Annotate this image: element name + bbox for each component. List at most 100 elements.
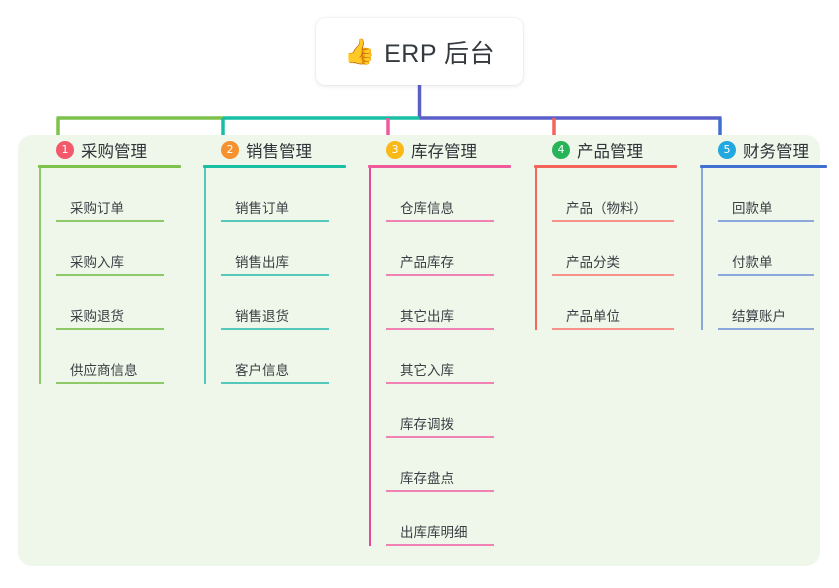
leaf-item[interactable]: 采购订单 — [56, 168, 181, 222]
branch-items-1: 采购订单采购入库采购退货供应商信息 — [38, 167, 181, 384]
branch-column-5: 5 财务管理回款单付款单结算账户 — [700, 135, 827, 330]
branch-column-1: 1 采购管理采购订单采购入库采购退货供应商信息 — [38, 135, 181, 384]
leaf-rule — [386, 219, 494, 222]
leaf-label: 销售出库 — [235, 254, 289, 270]
leaf-label: 产品（物料） — [566, 200, 647, 216]
leaf-label: 销售退货 — [235, 308, 289, 324]
leaf-rule — [56, 273, 164, 276]
leaf-label: 出库库明细 — [400, 524, 468, 540]
leaf-label: 采购入库 — [70, 254, 124, 270]
leaf-rule — [718, 327, 814, 330]
leaf-item[interactable]: 产品单位 — [552, 276, 677, 330]
branch-header-2[interactable]: 2 销售管理 — [203, 135, 346, 165]
branch-spine-2 — [204, 167, 206, 384]
leaf-rule — [718, 273, 814, 276]
leaf-rule — [386, 273, 494, 276]
leaf-rule — [56, 219, 164, 222]
leaf-rule — [552, 219, 674, 222]
leaf-label: 产品单位 — [566, 308, 620, 324]
branch-title-3: 库存管理 — [411, 143, 477, 161]
leaf-item[interactable]: 付款单 — [718, 222, 827, 276]
branch-rule-3 — [368, 165, 511, 168]
branch-rule-2 — [203, 165, 346, 168]
leaf-label: 供应商信息 — [70, 362, 138, 378]
branch-header-5[interactable]: 5 财务管理 — [700, 135, 827, 165]
branch-title-1: 采购管理 — [81, 143, 147, 161]
thumbs-up-emoji: 👍 — [343, 38, 376, 66]
leaf-rule — [221, 327, 329, 330]
leaf-label: 仓库信息 — [400, 200, 454, 216]
leaf-rule — [56, 327, 164, 330]
branch-rule-4 — [534, 165, 677, 168]
branch-items-5: 回款单付款单结算账户 — [700, 167, 827, 330]
leaf-label: 库存调拨 — [400, 416, 454, 432]
root-node[interactable]: 👍 ERP 后台 — [316, 18, 523, 85]
leaf-item[interactable]: 产品（物料） — [552, 168, 677, 222]
leaf-item[interactable]: 库存调拨 — [386, 384, 511, 438]
leaf-label: 其它入库 — [400, 362, 454, 378]
leaf-item[interactable]: 结算账户 — [718, 276, 827, 330]
leaf-label: 产品库存 — [400, 254, 454, 270]
leaf-rule — [718, 219, 814, 222]
leaf-rule — [386, 489, 494, 492]
branch-badge-3: 3 — [386, 141, 404, 159]
leaf-item[interactable]: 其它入库 — [386, 330, 511, 384]
leaf-item[interactable]: 采购入库 — [56, 222, 181, 276]
leaf-item[interactable]: 出库库明细 — [386, 492, 511, 546]
branch-column-4: 4 产品管理产品（物料） 产品分类产品单位 — [534, 135, 677, 330]
branches-panel: 1 采购管理采购订单采购入库采购退货供应商信息 2 销售管理销售订单销售出库销售退货客… — [18, 135, 827, 566]
leaf-rule — [221, 273, 329, 276]
leaf-item[interactable]: 客户信息 — [221, 330, 346, 384]
root-title: ERP 后台 — [384, 39, 496, 68]
leaf-rule — [56, 381, 164, 384]
leaf-item[interactable]: 回款单 — [718, 168, 827, 222]
branch-badge-4: 4 — [552, 141, 570, 159]
leaf-item[interactable]: 产品分类 — [552, 222, 677, 276]
leaf-label: 销售订单 — [235, 200, 289, 216]
leaf-label: 客户信息 — [235, 362, 289, 378]
leaf-label: 库存盘点 — [400, 470, 454, 486]
branch-badge-1: 1 — [56, 141, 74, 159]
branch-spine-1 — [39, 167, 41, 384]
leaf-item[interactable]: 销售订单 — [221, 168, 346, 222]
leaf-item[interactable]: 其它出库 — [386, 276, 511, 330]
leaf-item[interactable]: 销售退货 — [221, 276, 346, 330]
leaf-item[interactable]: 销售出库 — [221, 222, 346, 276]
branch-rule-5 — [700, 165, 827, 168]
leaf-item[interactable]: 采购退货 — [56, 276, 181, 330]
leaf-label: 回款单 — [732, 200, 773, 216]
branch-header-1[interactable]: 1 采购管理 — [38, 135, 181, 165]
leaf-rule — [552, 273, 674, 276]
leaf-rule — [386, 381, 494, 384]
branch-header-3[interactable]: 3 库存管理 — [368, 135, 511, 165]
leaf-label: 产品分类 — [566, 254, 620, 270]
branch-title-4: 产品管理 — [577, 143, 643, 161]
branch-spine-3 — [369, 167, 371, 546]
branch-badge-2: 2 — [221, 141, 239, 159]
leaf-item[interactable]: 产品库存 — [386, 222, 511, 276]
branch-items-4: 产品（物料） 产品分类产品单位 — [534, 167, 677, 330]
branch-rule-1 — [38, 165, 181, 168]
branch-spine-4 — [535, 167, 537, 330]
leaf-item[interactable]: 仓库信息 — [386, 168, 511, 222]
branch-spine-5 — [701, 167, 703, 330]
leaf-label: 采购订单 — [70, 200, 124, 216]
branch-column-2: 2 销售管理销售订单销售出库销售退货客户信息 — [203, 135, 346, 384]
leaf-label: 付款单 — [732, 254, 773, 270]
leaf-label: 结算账户 — [732, 308, 786, 324]
leaf-label: 采购退货 — [70, 308, 124, 324]
branch-title-5: 财务管理 — [743, 143, 809, 161]
leaf-rule — [386, 327, 494, 330]
branch-badge-5: 5 — [718, 141, 736, 159]
leaf-label: 其它出库 — [400, 308, 454, 324]
leaf-rule — [221, 381, 329, 384]
branch-items-2: 销售订单销售出库销售退货客户信息 — [203, 167, 346, 384]
branch-header-4[interactable]: 4 产品管理 — [534, 135, 677, 165]
branch-items-3: 仓库信息产品库存其它出库其它入库库存调拨库存盘点出库库明细 — [368, 167, 511, 546]
branch-column-3: 3 库存管理仓库信息产品库存其它出库其它入库库存调拨库存盘点出库库明细 — [368, 135, 511, 546]
leaf-item[interactable]: 库存盘点 — [386, 438, 511, 492]
leaf-item[interactable]: 供应商信息 — [56, 330, 181, 384]
branch-title-2: 销售管理 — [246, 143, 312, 161]
leaf-rule — [221, 219, 329, 222]
